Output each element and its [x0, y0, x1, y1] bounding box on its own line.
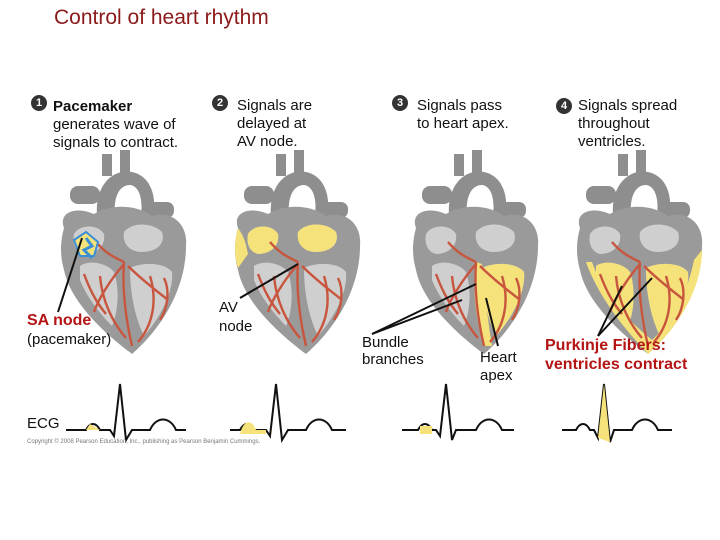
step-4-line-1: Signals spread — [578, 97, 678, 114]
step-1-title: Pacemaker — [53, 98, 133, 115]
copyright-text: Copyright © 2008 Pearson Education, Inc.… — [27, 439, 261, 445]
step-4-number: 4 — [556, 98, 572, 114]
step-4-text: Signals spread throughout ventricles. — [578, 97, 677, 151]
step-3-text: Signals pass to heart apex. — [417, 97, 509, 133]
step-1-text: Pacemaker generates wave of signals to c… — [53, 98, 178, 152]
step-1-line-1: generates wave of — [53, 116, 176, 133]
purkinje-pointer-2 — [597, 285, 623, 337]
bundle-pointer-2 — [371, 299, 463, 335]
av-node-pointer — [239, 263, 299, 299]
step-2-line-3: AV node. — [237, 133, 298, 150]
step-2-line-1: Signals are — [237, 97, 313, 114]
step-1-number: 1 — [31, 95, 47, 111]
purkinje-label-line-2: ventricles contract — [545, 356, 688, 373]
bundle-branches-label-line-2: branches — [362, 351, 424, 368]
sa-signal-icon — [81, 237, 95, 260]
ecg-strip-3 — [402, 383, 514, 441]
bundle-pointer-1 — [371, 283, 477, 335]
step-4-line-2: throughout — [578, 115, 650, 132]
step-3-line-1: Signals pass — [417, 97, 503, 114]
ecg-strip-4 — [562, 383, 672, 443]
heart-apex-label-line-1: Heart — [480, 349, 517, 366]
heart-3-illustration — [413, 150, 539, 354]
ecg-label: ECG — [27, 415, 60, 432]
step-1-line-2: signals to contract. — [53, 134, 179, 151]
apex-pointer — [485, 297, 499, 347]
bundle-branches-label-line-1: Bundle — [362, 334, 409, 351]
av-node-label-line-1: AV — [219, 299, 238, 316]
heart-apex-label-line-2: apex — [480, 367, 513, 384]
heart-4-illustration — [577, 150, 703, 354]
heart-2-illustration — [235, 150, 361, 354]
step-2-text: Signals are delayed at AV node. — [237, 97, 312, 151]
step-3-line-2: to heart apex. — [417, 115, 509, 132]
sa-node-label: SA node — [27, 312, 92, 329]
ecg-strip-1 — [66, 383, 186, 444]
page-title: Control of heart rhythm — [54, 6, 269, 29]
purkinje-pointer-1 — [597, 277, 653, 337]
step-3-number: 3 — [392, 95, 408, 111]
sa-node-pointer — [57, 237, 83, 313]
purkinje-label-line-1: Purkinje Fibers: — [545, 337, 666, 354]
sa-node-highlight — [72, 230, 100, 257]
pacemaker-label: (pacemaker) — [27, 331, 112, 348]
step-2-number: 2 — [212, 95, 228, 111]
av-node-label-line-2: node — [219, 318, 253, 335]
ecg-strip-2 — [230, 383, 346, 444]
step-4-line-3: ventricles. — [578, 133, 646, 150]
step-2-line-2: delayed at — [237, 115, 307, 132]
